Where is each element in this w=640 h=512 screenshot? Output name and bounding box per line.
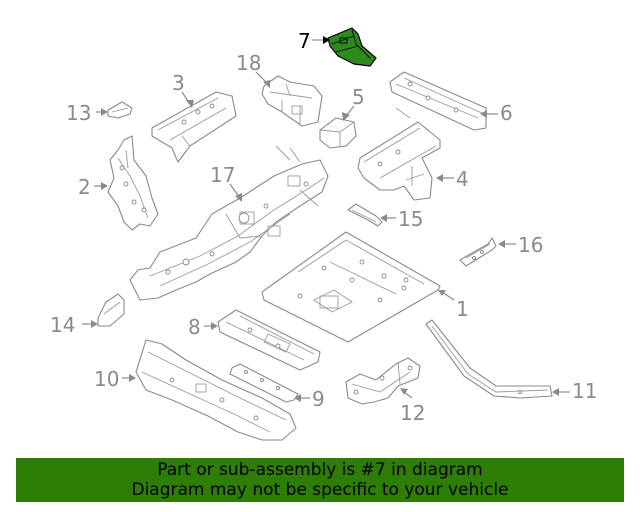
part-17 <box>129 145 329 301</box>
callout-2: 2 <box>78 175 91 199</box>
part-1 <box>261 231 441 343</box>
callout-1: 1 <box>456 297 469 321</box>
callout-16: 16 <box>518 233 543 257</box>
callout-17: 17 <box>210 163 235 187</box>
part-12 <box>345 357 421 405</box>
callout-5: 5 <box>352 85 365 109</box>
callout-4: 4 <box>456 167 469 191</box>
callout-10: 10 <box>94 367 119 391</box>
callout-7: 7 <box>298 29 311 53</box>
callout-6: 6 <box>500 101 513 125</box>
callout-9: 9 <box>312 387 325 411</box>
callout-11: 11 <box>572 379 597 403</box>
callout-3: 3 <box>172 71 185 95</box>
callout-12: 12 <box>400 401 425 425</box>
part-13 <box>107 101 133 119</box>
part-16 <box>459 237 497 267</box>
part-9 <box>229 363 299 403</box>
part-15 <box>347 203 383 227</box>
callout-13: 13 <box>66 101 91 125</box>
callout-18: 18 <box>236 51 261 75</box>
part-8 <box>217 309 321 371</box>
part-14 <box>97 293 125 327</box>
part-18 <box>261 75 323 127</box>
part-6 <box>389 71 487 131</box>
part-7-highlighted[interactable] <box>327 27 377 67</box>
banner-line-1: Part or sub-assembly is #7 in diagram <box>157 460 483 480</box>
part-5 <box>319 117 357 149</box>
info-banner: Part or sub-assembly is #7 in diagram Di… <box>16 458 624 502</box>
part-4 <box>357 107 441 201</box>
banner-line-2: Diagram may not be specific to your vehi… <box>131 480 509 500</box>
callout-8: 8 <box>188 315 201 339</box>
part-2 <box>107 135 159 231</box>
part-3 <box>151 91 237 163</box>
part-10 <box>135 339 297 441</box>
parts-diagram: 7 3 18 5 6 13 <box>50 27 597 441</box>
callout-15: 15 <box>398 207 423 231</box>
callout-14: 14 <box>50 313 75 337</box>
part-11 <box>425 319 553 399</box>
